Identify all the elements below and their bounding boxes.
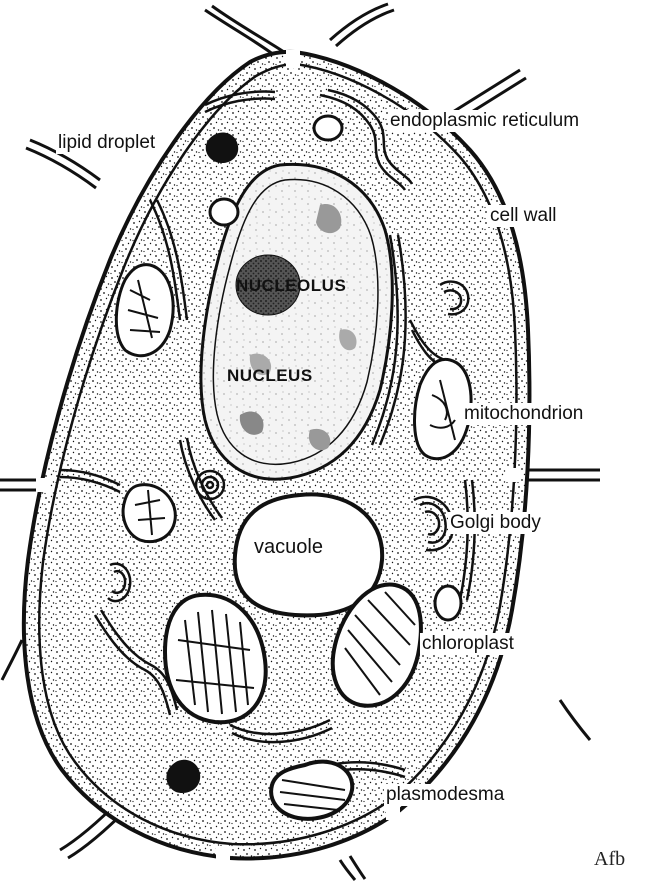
label-nucleus: NUCLEUS xyxy=(227,366,313,386)
label-plasmodesma: plasmodesma xyxy=(384,784,506,806)
label-golgi-body: Golgi body xyxy=(448,512,543,534)
label-cell-wall: cell wall xyxy=(488,205,559,227)
label-lipid-droplet: lipid droplet xyxy=(56,132,157,154)
label-endoplasmic-reticulum: endoplasmic reticulum xyxy=(388,110,581,132)
label-nucleolus: NUCLEOLUS xyxy=(236,276,346,296)
label-mitochondrion: mitochondrion xyxy=(462,403,585,425)
label-vacuole: vacuole xyxy=(254,536,323,558)
label-chloroplast: chloroplast xyxy=(420,633,516,655)
figure-caption: Afb xyxy=(594,848,625,870)
